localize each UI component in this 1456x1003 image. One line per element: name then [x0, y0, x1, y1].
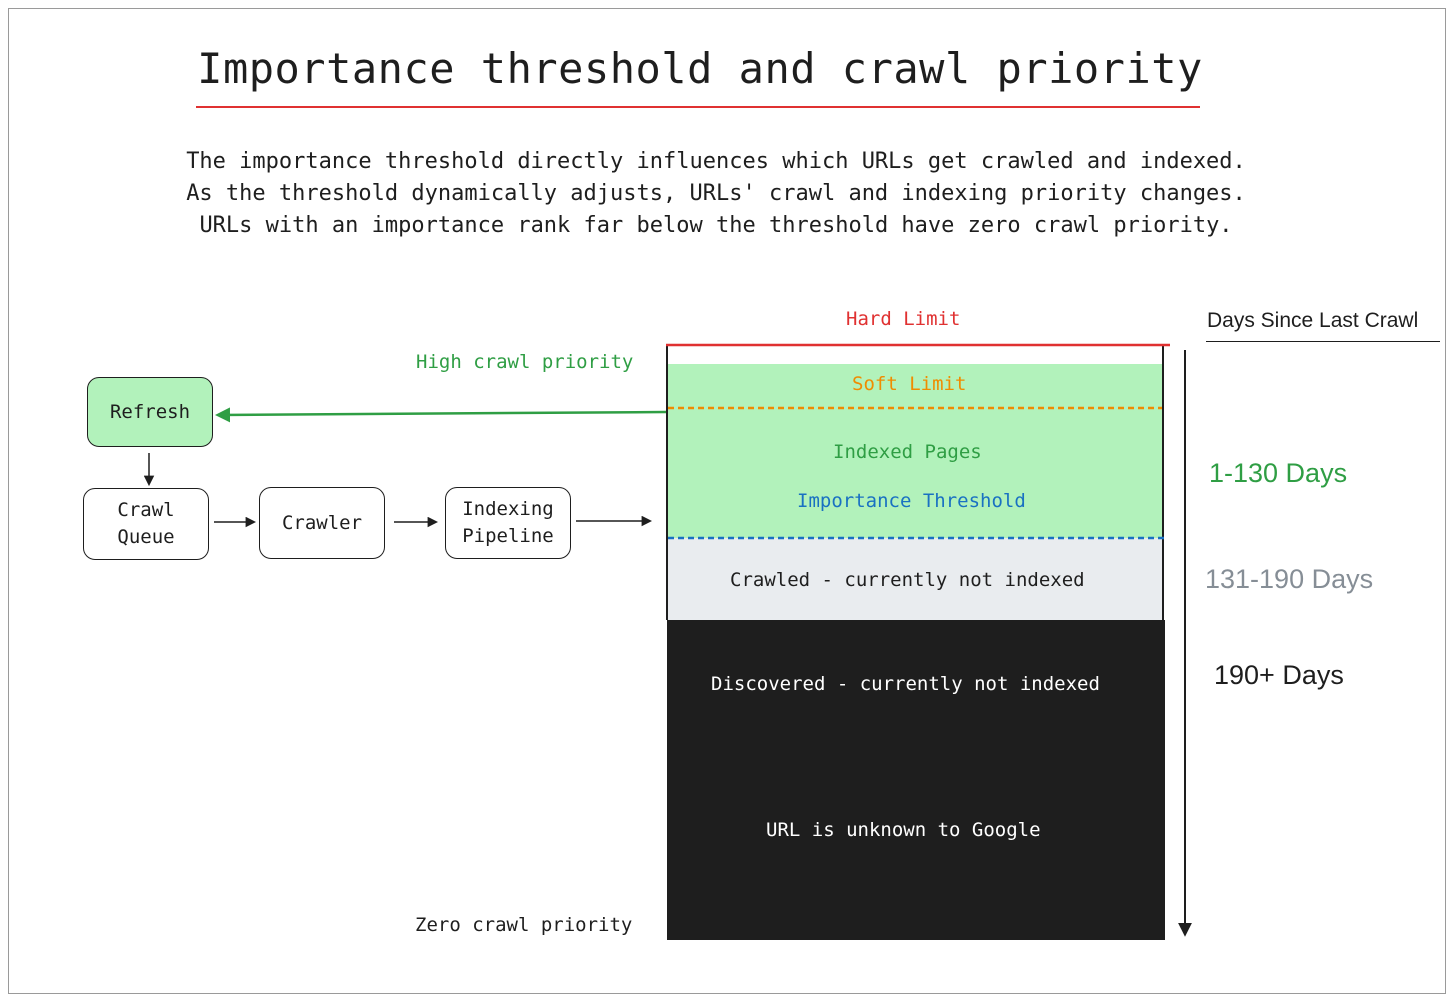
days-range-1: 1-130 Days	[1209, 458, 1348, 488]
subtitle-line-1: The importance threshold directly influe…	[186, 149, 1246, 174]
hard-limit-zone	[667, 346, 1165, 364]
subtitle-line-2: As the threshold dynamically adjusts, UR…	[186, 181, 1246, 206]
crawled-not-indexed-zone	[667, 538, 1162, 620]
crawl-queue-node: Crawl Queue	[83, 488, 209, 560]
crawled-not-indexed-label: Crawled - currently not indexed	[730, 569, 1085, 591]
days-range-3: 190+ Days	[1214, 660, 1344, 690]
subtitle: The importance threshold directly influe…	[0, 146, 1432, 242]
zero-crawl-priority-label: Zero crawl priority	[415, 914, 633, 936]
page-title: Importance threshold and crawl priority	[197, 44, 1203, 93]
refresh-node: Refresh	[87, 377, 213, 447]
soft-limit-label: Soft Limit	[852, 373, 967, 395]
days-range-2: 131-190 Days	[1205, 564, 1374, 594]
indexed-pages-label: Indexed Pages	[833, 441, 982, 463]
hard-limit-label: Hard Limit	[846, 308, 961, 330]
discovered-zone	[667, 620, 1165, 940]
diagram-frame	[8, 8, 1446, 994]
unknown-to-google-label: URL is unknown to Google	[766, 819, 1041, 841]
importance-threshold-label: Importance Threshold	[797, 490, 1026, 512]
discovered-not-indexed-label: Discovered - currently not indexed	[711, 673, 1100, 695]
subtitle-line-3: URLs with an importance rank far below t…	[199, 213, 1233, 238]
days-header: Days Since Last Crawl	[1207, 309, 1419, 332]
crawler-node: Crawler	[259, 487, 385, 559]
days-header-underline	[1206, 341, 1440, 342]
indexed-pages-zone	[667, 364, 1162, 538]
high-priority-arrow	[215, 407, 667, 423]
title-underline	[196, 106, 1200, 108]
high-crawl-priority-label: High crawl priority	[416, 351, 634, 373]
indexing-pipeline-node: Indexing Pipeline	[445, 487, 571, 559]
